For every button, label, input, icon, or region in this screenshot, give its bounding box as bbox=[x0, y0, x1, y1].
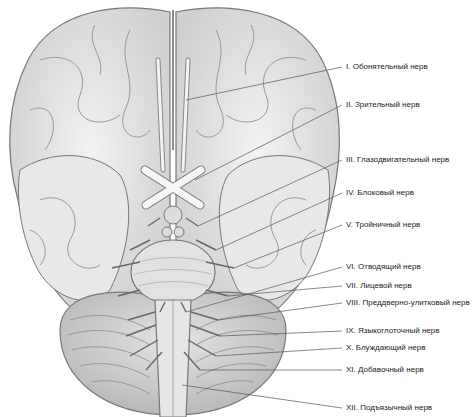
nerve-label: I. Обонятельный нерв bbox=[346, 62, 428, 72]
nerve-label: III. Глазодвигательный нерв bbox=[346, 155, 449, 165]
nerve-label: XII. Подъязычный нерв bbox=[346, 403, 432, 413]
nerve-label: VI. Отводящий нерв bbox=[346, 262, 421, 272]
nerve-label: II. Зрительный нерв bbox=[346, 100, 420, 110]
nerve-label: V. Тройничный нерв bbox=[346, 220, 420, 230]
nerve-label: XI. Добавочный нерв bbox=[346, 365, 424, 375]
nerve-label: VIII. Преддверно-улитковый нерв bbox=[346, 298, 470, 308]
nerve-label: X. Блуждающий нерв bbox=[346, 343, 425, 353]
nerve-label: IX. Языкоглоточный нерв bbox=[346, 326, 439, 336]
nerve-label: VII. Лицевой нерв bbox=[346, 281, 412, 291]
nerve-label: IV. Блоковый нерв bbox=[346, 188, 414, 198]
